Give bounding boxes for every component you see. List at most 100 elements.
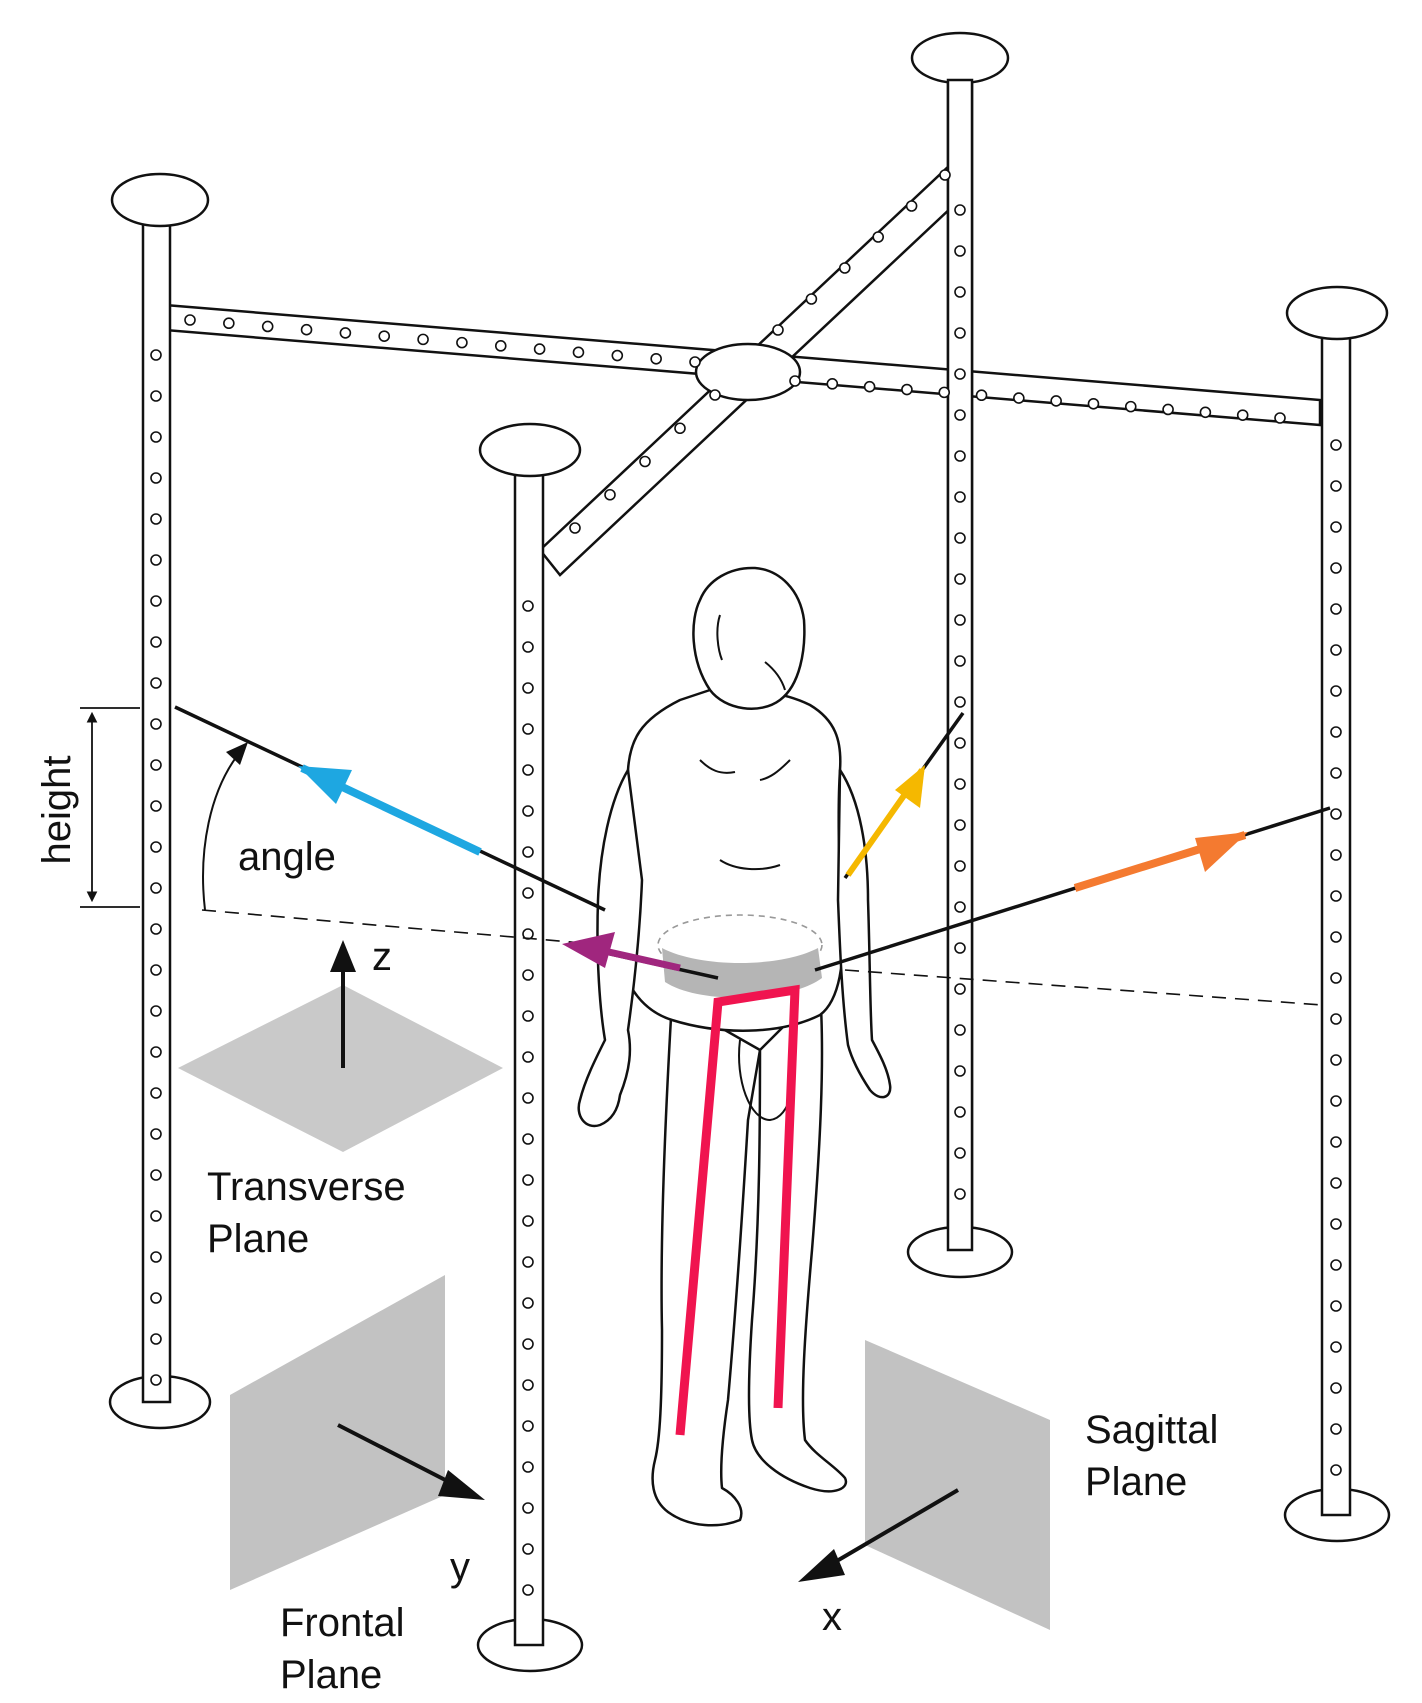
x-axis-label: x [822, 1595, 842, 1639]
frame-hole [150, 882, 162, 894]
frame-hole [522, 1051, 534, 1063]
leg-markers [675, 984, 800, 1436]
frame-hole [838, 262, 851, 274]
frame-hole [954, 204, 966, 216]
frame-hole [522, 1297, 534, 1309]
frame-hole [1330, 1464, 1342, 1476]
frame-hole [522, 1174, 534, 1186]
frame-hole [954, 901, 966, 913]
frame-hole [1330, 644, 1342, 656]
frame-hole [150, 841, 162, 853]
frame-hole [1330, 931, 1342, 943]
transverse-plane-label-line2: Plane [207, 1217, 309, 1261]
frame-hole [1013, 392, 1025, 404]
axis-arrows [330, 940, 960, 1582]
frame-hole [522, 1502, 534, 1514]
frame-hole [1330, 480, 1342, 492]
frame-hole [1162, 403, 1174, 416]
head [692, 566, 806, 710]
angle-arc [202, 751, 241, 911]
frame-hole [1330, 849, 1342, 861]
frame-hole [1330, 890, 1342, 902]
frame-hole [150, 923, 162, 935]
frame-hole [954, 778, 966, 790]
frame-hole [954, 942, 966, 954]
frame-hole [522, 723, 534, 735]
transverse-plane [178, 985, 503, 1152]
frame-hole [1330, 685, 1342, 697]
right-leg [747, 988, 848, 1493]
frame-hole [456, 336, 468, 349]
frame-hole [150, 1128, 162, 1140]
reference-lines [201, 909, 1323, 1006]
pelvis-belt [662, 948, 822, 998]
frame-hole [1274, 412, 1286, 424]
beam-junction-hub [694, 342, 802, 402]
frame-hole [954, 450, 966, 462]
frame-hole [522, 1133, 534, 1145]
frame-hole [150, 595, 162, 607]
frame-hole [954, 532, 966, 544]
frame-hole [954, 1188, 966, 1200]
frame-hole [1330, 521, 1342, 533]
frame-hole [1330, 1300, 1342, 1312]
cable-right [814, 806, 1331, 972]
height-label: height [35, 756, 79, 865]
frame-hole [417, 333, 429, 346]
frame-hole [150, 964, 162, 976]
frame-hole [150, 472, 162, 484]
frame-hole [150, 800, 162, 812]
frame-hole [150, 1374, 162, 1386]
frame-hole [1330, 1013, 1342, 1025]
height-dimension [80, 707, 140, 908]
frame-hole [522, 1215, 534, 1227]
angle-arc-arrowhead [226, 742, 248, 765]
frame-hole [150, 677, 162, 689]
frame-hole [150, 1210, 162, 1222]
frame-hole [1330, 1054, 1342, 1066]
frame-hole [1330, 767, 1342, 779]
frame-hole [522, 1256, 534, 1268]
frame-hole [150, 1292, 162, 1304]
frame-hole [150, 431, 162, 443]
frame-hole [1330, 562, 1342, 574]
y-axis-label: y [450, 1545, 470, 1589]
frame-hole [674, 422, 686, 435]
frame-hole [150, 636, 162, 648]
frame-hole [150, 1005, 162, 1017]
frame-hole [650, 352, 662, 365]
frame-hole [522, 1338, 534, 1350]
frame-hole [1330, 439, 1342, 451]
sagittal-plane [865, 1340, 1050, 1630]
frame-hole [954, 409, 966, 421]
frame-hole [184, 314, 196, 326]
frame-hole [1199, 406, 1212, 419]
cable-pelvis-arrowhead [562, 932, 615, 968]
frame-hole [954, 737, 966, 749]
frame-hole [569, 522, 581, 534]
frame-hole [611, 349, 624, 362]
left-leg [651, 998, 762, 1527]
frame-hole [954, 819, 966, 831]
frame-hole [901, 383, 913, 396]
frame-hole [639, 455, 651, 468]
frame-hole [572, 346, 585, 359]
frontal-plane [230, 1275, 445, 1590]
frame-hole [522, 887, 534, 899]
post-back-left [108, 172, 212, 1430]
frame-hole [522, 600, 534, 612]
frame-hole [975, 389, 988, 402]
frame-hole [150, 513, 162, 525]
frame-hole [1330, 726, 1342, 738]
frame-hole [494, 340, 507, 352]
frame-hole [954, 983, 966, 995]
cable-back-right-arrowhead [895, 765, 925, 808]
frame-hole [1050, 395, 1062, 407]
frame-hole [905, 200, 918, 212]
frame-hole [709, 389, 721, 401]
frame-hole [522, 682, 534, 694]
frame-hole [522, 1543, 534, 1555]
frame-hole [533, 343, 546, 355]
frame-hole [150, 718, 162, 730]
frame-hole [150, 554, 162, 566]
